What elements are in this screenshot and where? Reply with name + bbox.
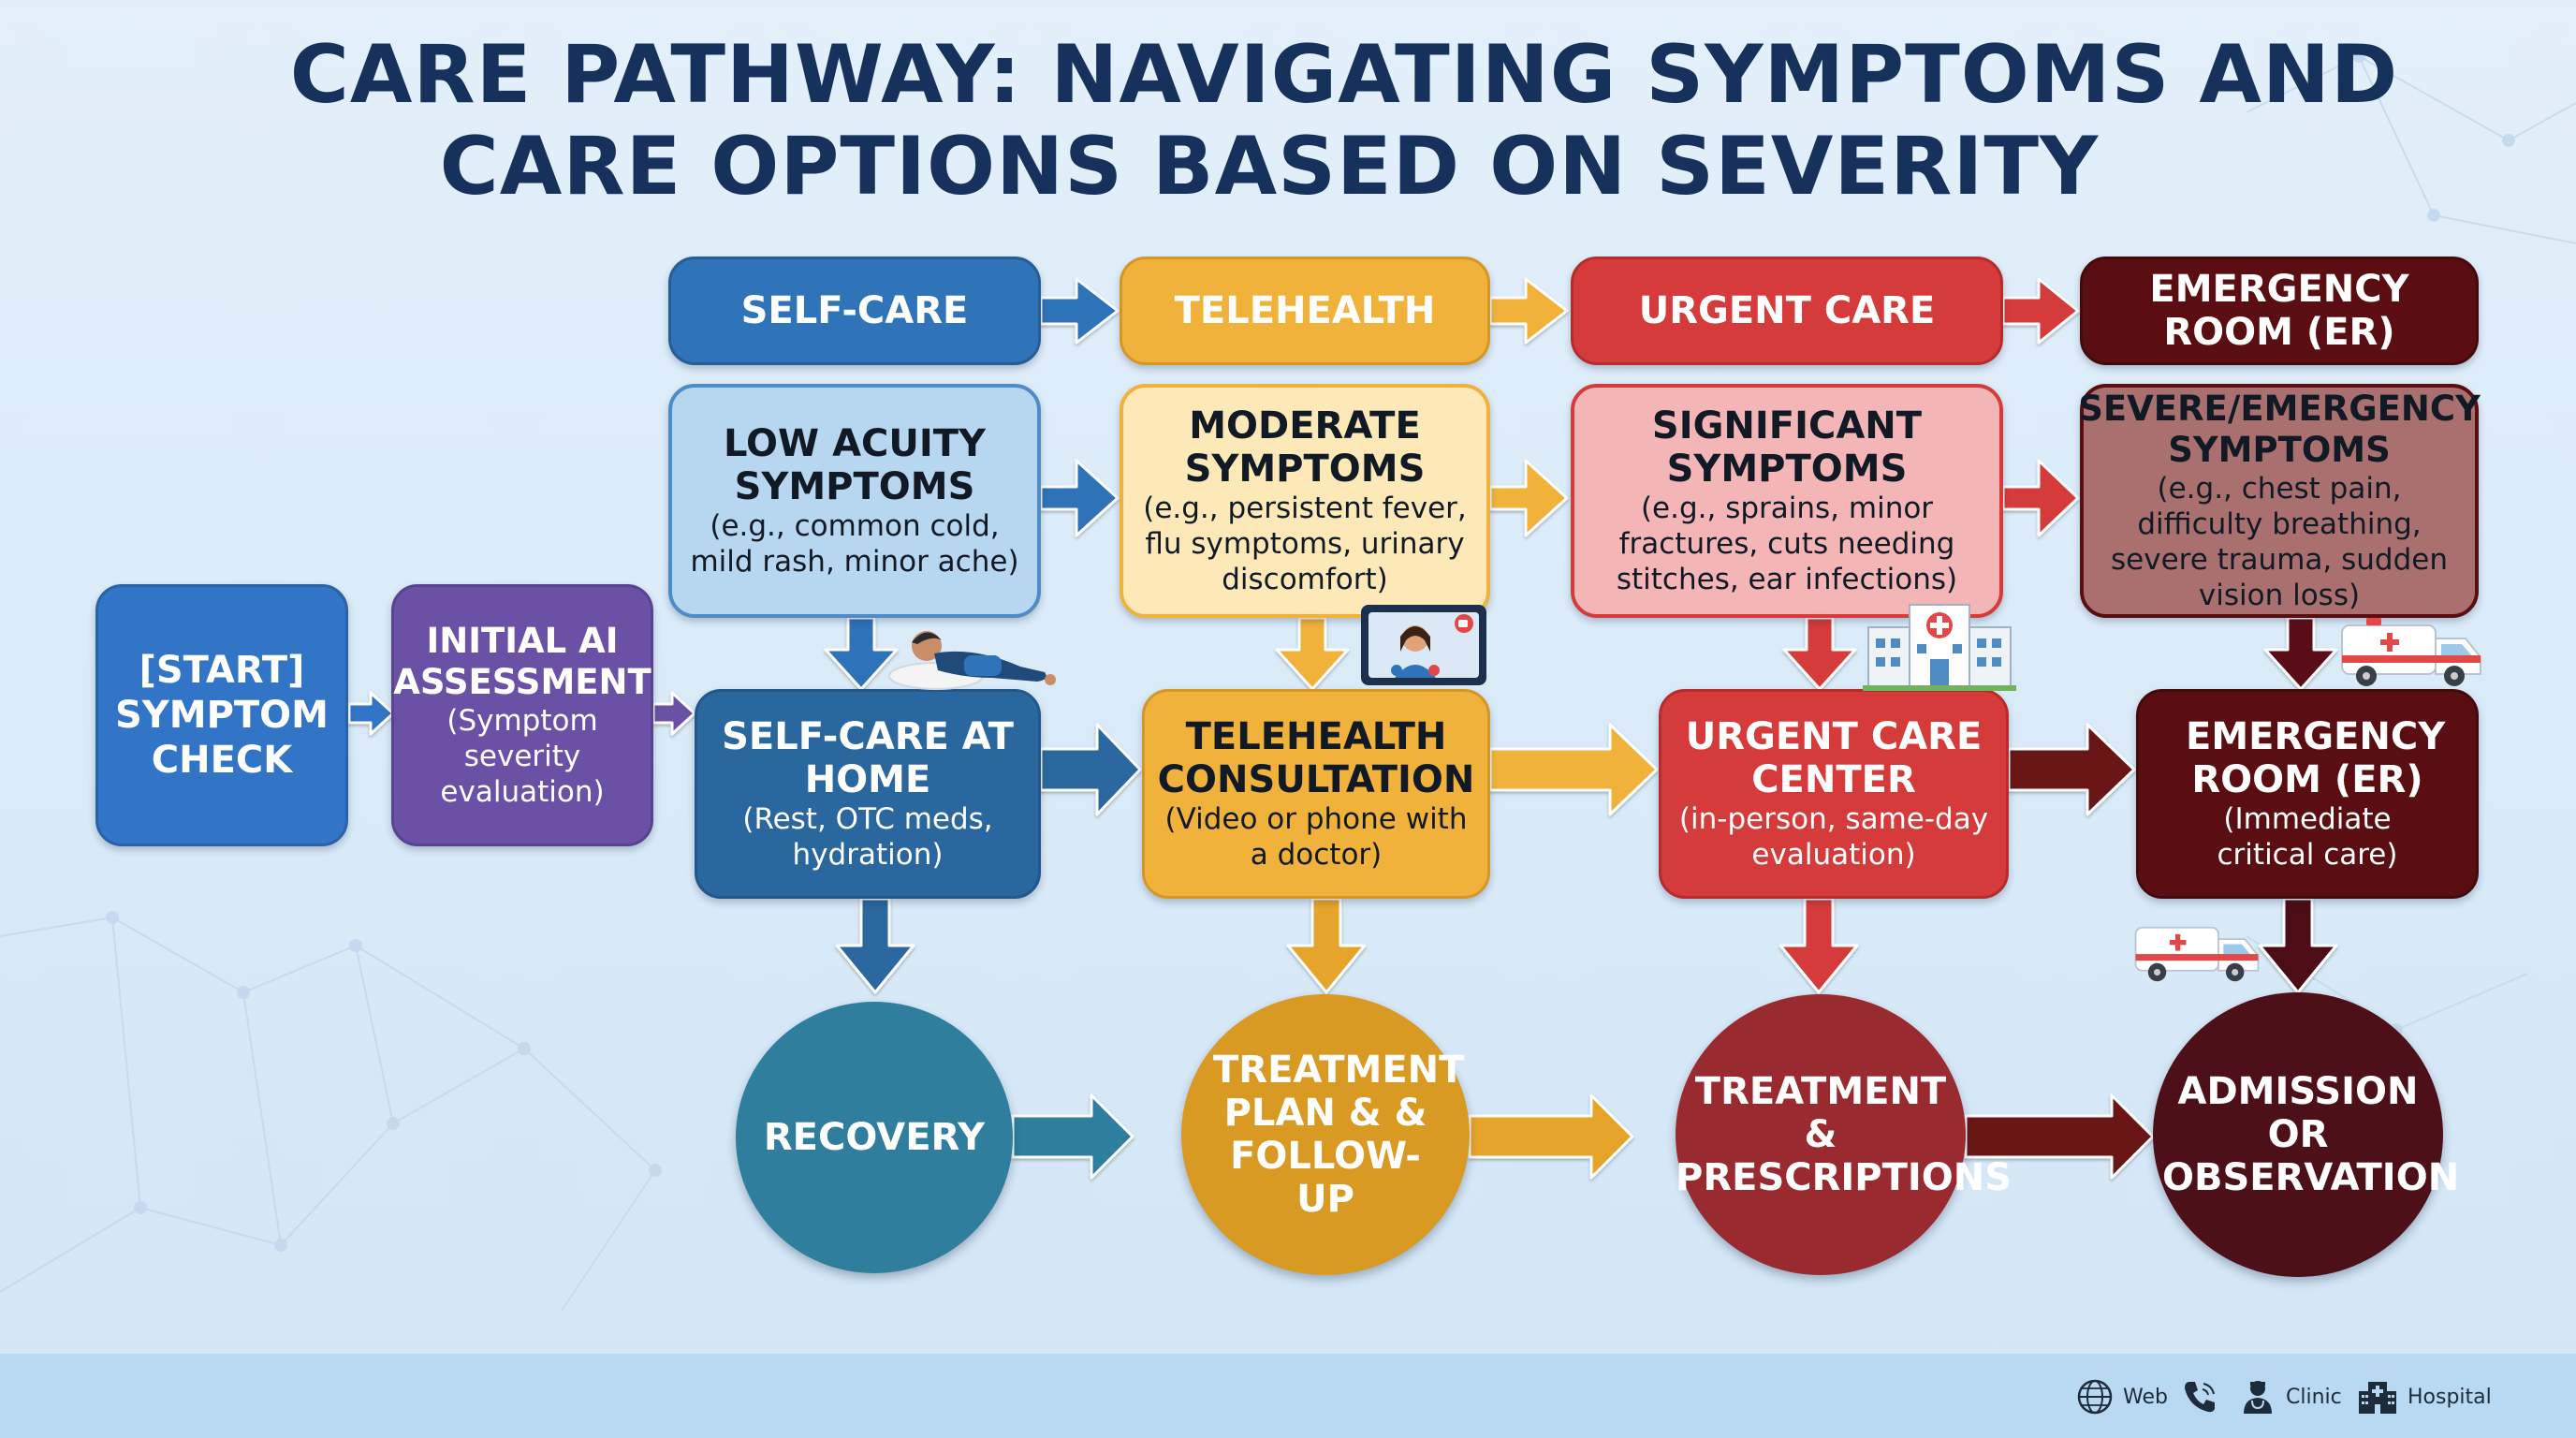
symptom-low-acuity[interactable]: LOW ACUITY SYMPTOMS (e.g., common cold, …: [668, 384, 1041, 618]
outcome-admission-label: ADMISSION OR OBSERVATION: [2162, 1070, 2460, 1199]
outcome-treatment-plan[interactable]: TREATMENT PLAN & & FOLLOW-UP: [1181, 994, 1470, 1275]
page-title-line-2: CARE OPTIONS BASED ON SEVERITY: [439, 120, 2100, 213]
symptom-moderate-title: MODERATE SYMPTOMS: [1184, 404, 1426, 491]
ambulance-icon: [2341, 618, 2481, 686]
symptom-low-title: LOW ACUITY SYMPTOMS: [723, 422, 987, 508]
phone-icon: [2185, 1382, 2215, 1413]
care-urgent-desc: (in-person, same-day evaluation): [1678, 802, 1989, 872]
care-telehealth-consultation[interactable]: TELEHEALTH CONSULTATION (Video or phone …: [1142, 689, 1490, 899]
footer-legend-bar: Web Clinic: [0, 1354, 2576, 1438]
care-tele-title: TELEHEALTH CONSULTATION: [1157, 715, 1475, 801]
header-self-care-label: SELF-CARE: [740, 289, 969, 332]
hospital-building-icon: [1863, 604, 2016, 691]
hospital-icon: [2359, 1382, 2396, 1414]
care-self-care-home[interactable]: SELF-CARE AT HOME (Rest, OTC meds, hydra…: [695, 689, 1041, 899]
care-home-title: SELF-CARE AT HOME: [722, 715, 1014, 801]
outcome-admission-observation[interactable]: ADMISSION OR OBSERVATION: [2153, 992, 2460, 1277]
outcome-treatment-label: TREATMENT & PRESCRIPTIONS: [1676, 1070, 2012, 1199]
care-er-title: EMERGENCY ROOM (ER): [2186, 715, 2446, 801]
symptom-severe[interactable]: SEVERE/EMERGENCY SYMPTOMS (e.g., chest p…: [2078, 384, 2481, 618]
page-title-line-1: CARE PATHWAY: NAVIGATING SYMPTOMS AND: [289, 28, 2399, 122]
header-telehealth[interactable]: TELEHEALTH: [1120, 257, 1490, 365]
doctor-icon: [2244, 1381, 2272, 1414]
header-self-care[interactable]: SELF-CARE: [668, 257, 1041, 365]
outcome-treatment-prescriptions[interactable]: TREATMENT & PRESCRIPTIONS: [1676, 994, 2012, 1275]
ambulance-icon-small: [2134, 926, 2260, 982]
care-er-desc: (Immediate critical care): [2217, 802, 2398, 872]
legend-phone[interactable]: [2181, 1376, 2218, 1417]
start-symptom-check[interactable]: [START] SYMPTOM CHECK: [95, 584, 348, 846]
legend-hospital-label: Hospital: [2408, 1385, 2492, 1409]
symptom-significant-desc: (e.g., sprains, minor fractures, cuts ne…: [1616, 492, 1958, 596]
person-resting-icon: [888, 631, 1056, 690]
header-urgent-care-label: URGENT CARE: [1638, 289, 1936, 332]
care-urgent-care-center[interactable]: URGENT CARE CENTER (in-person, same-day …: [1659, 689, 2009, 899]
header-emergency-label: EMERGENCY ROOM (ER): [2149, 268, 2409, 354]
legend-clinic[interactable]: Clinic: [2239, 1376, 2342, 1417]
video-call-icon: [1361, 605, 1486, 685]
legend-hospital[interactable]: Hospital: [2357, 1376, 2492, 1417]
care-urgent-title: URGENT CARE CENTER: [1685, 715, 1983, 801]
legend-web-label: Web: [2123, 1385, 2168, 1409]
globe-icon: [2077, 1379, 2113, 1415]
care-tele-desc: (Video or phone with a doctor): [1164, 802, 1468, 872]
header-urgent-care[interactable]: URGENT CARE: [1571, 257, 2003, 365]
header-emergency[interactable]: EMERGENCY ROOM (ER): [2080, 257, 2479, 365]
care-home-desc: (Rest, OTC meds, hydration): [742, 802, 993, 872]
assessment-title: INITIAL AI ASSESSMENT: [393, 621, 651, 702]
outcome-plan-label: TREATMENT PLAN & & FOLLOW-UP: [1213, 1049, 1465, 1221]
header-telehealth-label: TELEHEALTH: [1174, 289, 1436, 332]
assessment-desc: (Symptom severity evaluation): [440, 704, 605, 809]
symptom-significant-title: SIGNIFICANT SYMPTOMS: [1651, 404, 1923, 491]
symptom-low-desc: (e.g., common cold, mild rash, minor ach…: [690, 509, 1019, 579]
symptom-moderate[interactable]: MODERATE SYMPTOMS (e.g., persistent feve…: [1120, 384, 1490, 618]
outcome-recovery[interactable]: RECOVERY: [736, 1002, 1013, 1273]
symptom-significant[interactable]: SIGNIFICANT SYMPTOMS (e.g., sprains, min…: [1571, 384, 2003, 618]
outcome-recovery-label: RECOVERY: [763, 1116, 986, 1159]
symptom-moderate-desc: (e.g., persistent fever, flu symptoms, u…: [1143, 492, 1467, 596]
symptom-severe-title: SEVERE/EMERGENCY SYMPTOMS: [2078, 389, 2481, 470]
start-label: [START] SYMPTOM CHECK: [115, 649, 329, 782]
legend-clinic-label: Clinic: [2286, 1385, 2342, 1409]
legend-web[interactable]: Web: [2076, 1376, 2168, 1417]
initial-ai-assessment[interactable]: INITIAL AI ASSESSMENT (Symptom severity …: [391, 584, 653, 846]
care-emergency-room[interactable]: EMERGENCY ROOM (ER) (Immediate critical …: [2136, 689, 2479, 899]
symptom-severe-desc: (e.g., chest pain, difficulty breathing,…: [2111, 472, 2448, 612]
